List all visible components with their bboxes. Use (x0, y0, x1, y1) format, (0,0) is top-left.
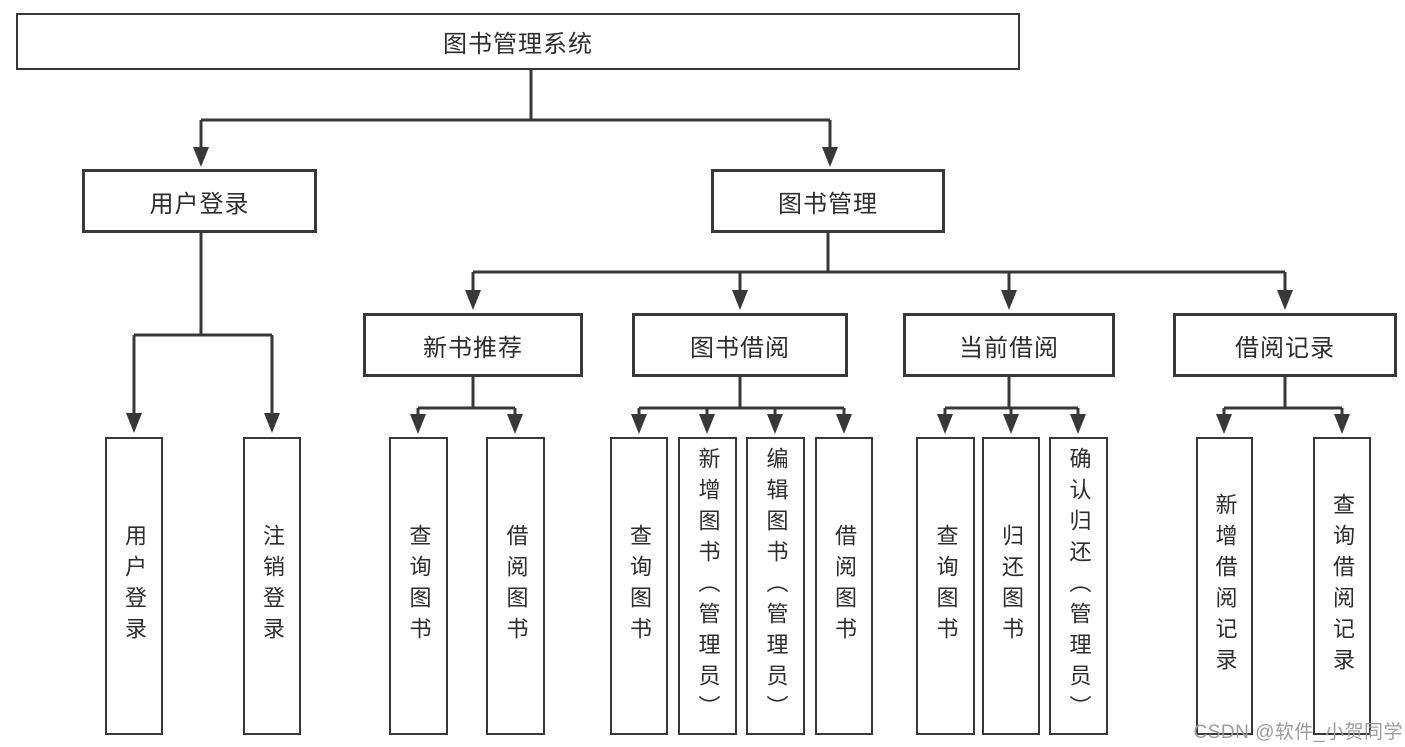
node-borrow-records: 借阅记录 (1173, 313, 1397, 377)
node-new-book-recommend-label: 新书推荐 (423, 334, 523, 362)
leaf-newbook-query-books-label: 查询图书 (406, 524, 432, 648)
node-book-management-label: 图书管理 (778, 190, 878, 218)
csdn-watermark: CSDN @软件_小贺同学 (1193, 722, 1403, 743)
leaf-borrow-query-books-label: 查询图书 (627, 524, 652, 648)
leaf-return-books-label: 归还图书 (999, 524, 1024, 648)
leaf-newbook-borrow-books: 借阅图书 (486, 437, 545, 735)
leaf-confirm-return-admin-label: 确认归还（管理员） (1066, 446, 1092, 726)
node-book-management: 图书管理 (711, 169, 945, 233)
node-book-borrow-label: 图书借阅 (690, 334, 790, 362)
node-new-book-recommend: 新书推荐 (363, 313, 583, 377)
leaf-query-borrow-record-label: 查询借阅记录 (1330, 493, 1355, 679)
leaf-return-books: 归还图书 (982, 437, 1040, 735)
leaf-confirm-return-admin: 确认归还（管理员） (1049, 437, 1108, 735)
node-user-login: 用户登录 (82, 169, 317, 233)
node-root-system: 图书管理系统 (16, 13, 1020, 70)
leaf-logout-label: 注销登录 (260, 524, 285, 648)
leaf-borrow-borrow-books: 借阅图书 (815, 437, 873, 735)
leaf-logout: 注销登录 (243, 437, 301, 735)
node-borrow-records-label: 借阅记录 (1235, 334, 1335, 362)
leaf-edit-book-admin: 编辑图书（管理员） (746, 437, 805, 735)
node-user-login-label: 用户登录 (149, 190, 250, 218)
leaf-query-borrow-record: 查询借阅记录 (1313, 437, 1371, 735)
leaf-user-login: 用户登录 (105, 437, 163, 735)
leaf-current-query-books-label: 查询图书 (933, 524, 959, 648)
leaf-add-book-admin: 新增图书（管理员） (678, 437, 737, 735)
leaf-add-book-admin-label: 新增图书（管理员） (695, 446, 721, 726)
leaf-add-borrow-record: 新增借阅记录 (1196, 437, 1253, 735)
leaf-borrow-query-books: 查询图书 (610, 437, 668, 735)
node-book-borrow: 图书借阅 (632, 313, 848, 377)
leaf-newbook-borrow-books-label: 借阅图书 (503, 524, 529, 648)
node-root-label: 图书管理系统 (443, 31, 593, 58)
leaf-user-login-label: 用户登录 (122, 524, 147, 648)
leaf-borrow-borrow-books-label: 借阅图书 (832, 524, 857, 648)
leaf-edit-book-admin-label: 编辑图书（管理员） (763, 446, 789, 726)
leaf-add-borrow-record-label: 新增借阅记录 (1212, 493, 1238, 679)
node-current-borrow-label: 当前借阅 (959, 334, 1059, 362)
node-current-borrow: 当前借阅 (903, 313, 1115, 377)
leaf-newbook-query-books: 查询图书 (389, 437, 448, 735)
leaf-current-query-books: 查询图书 (916, 437, 975, 735)
